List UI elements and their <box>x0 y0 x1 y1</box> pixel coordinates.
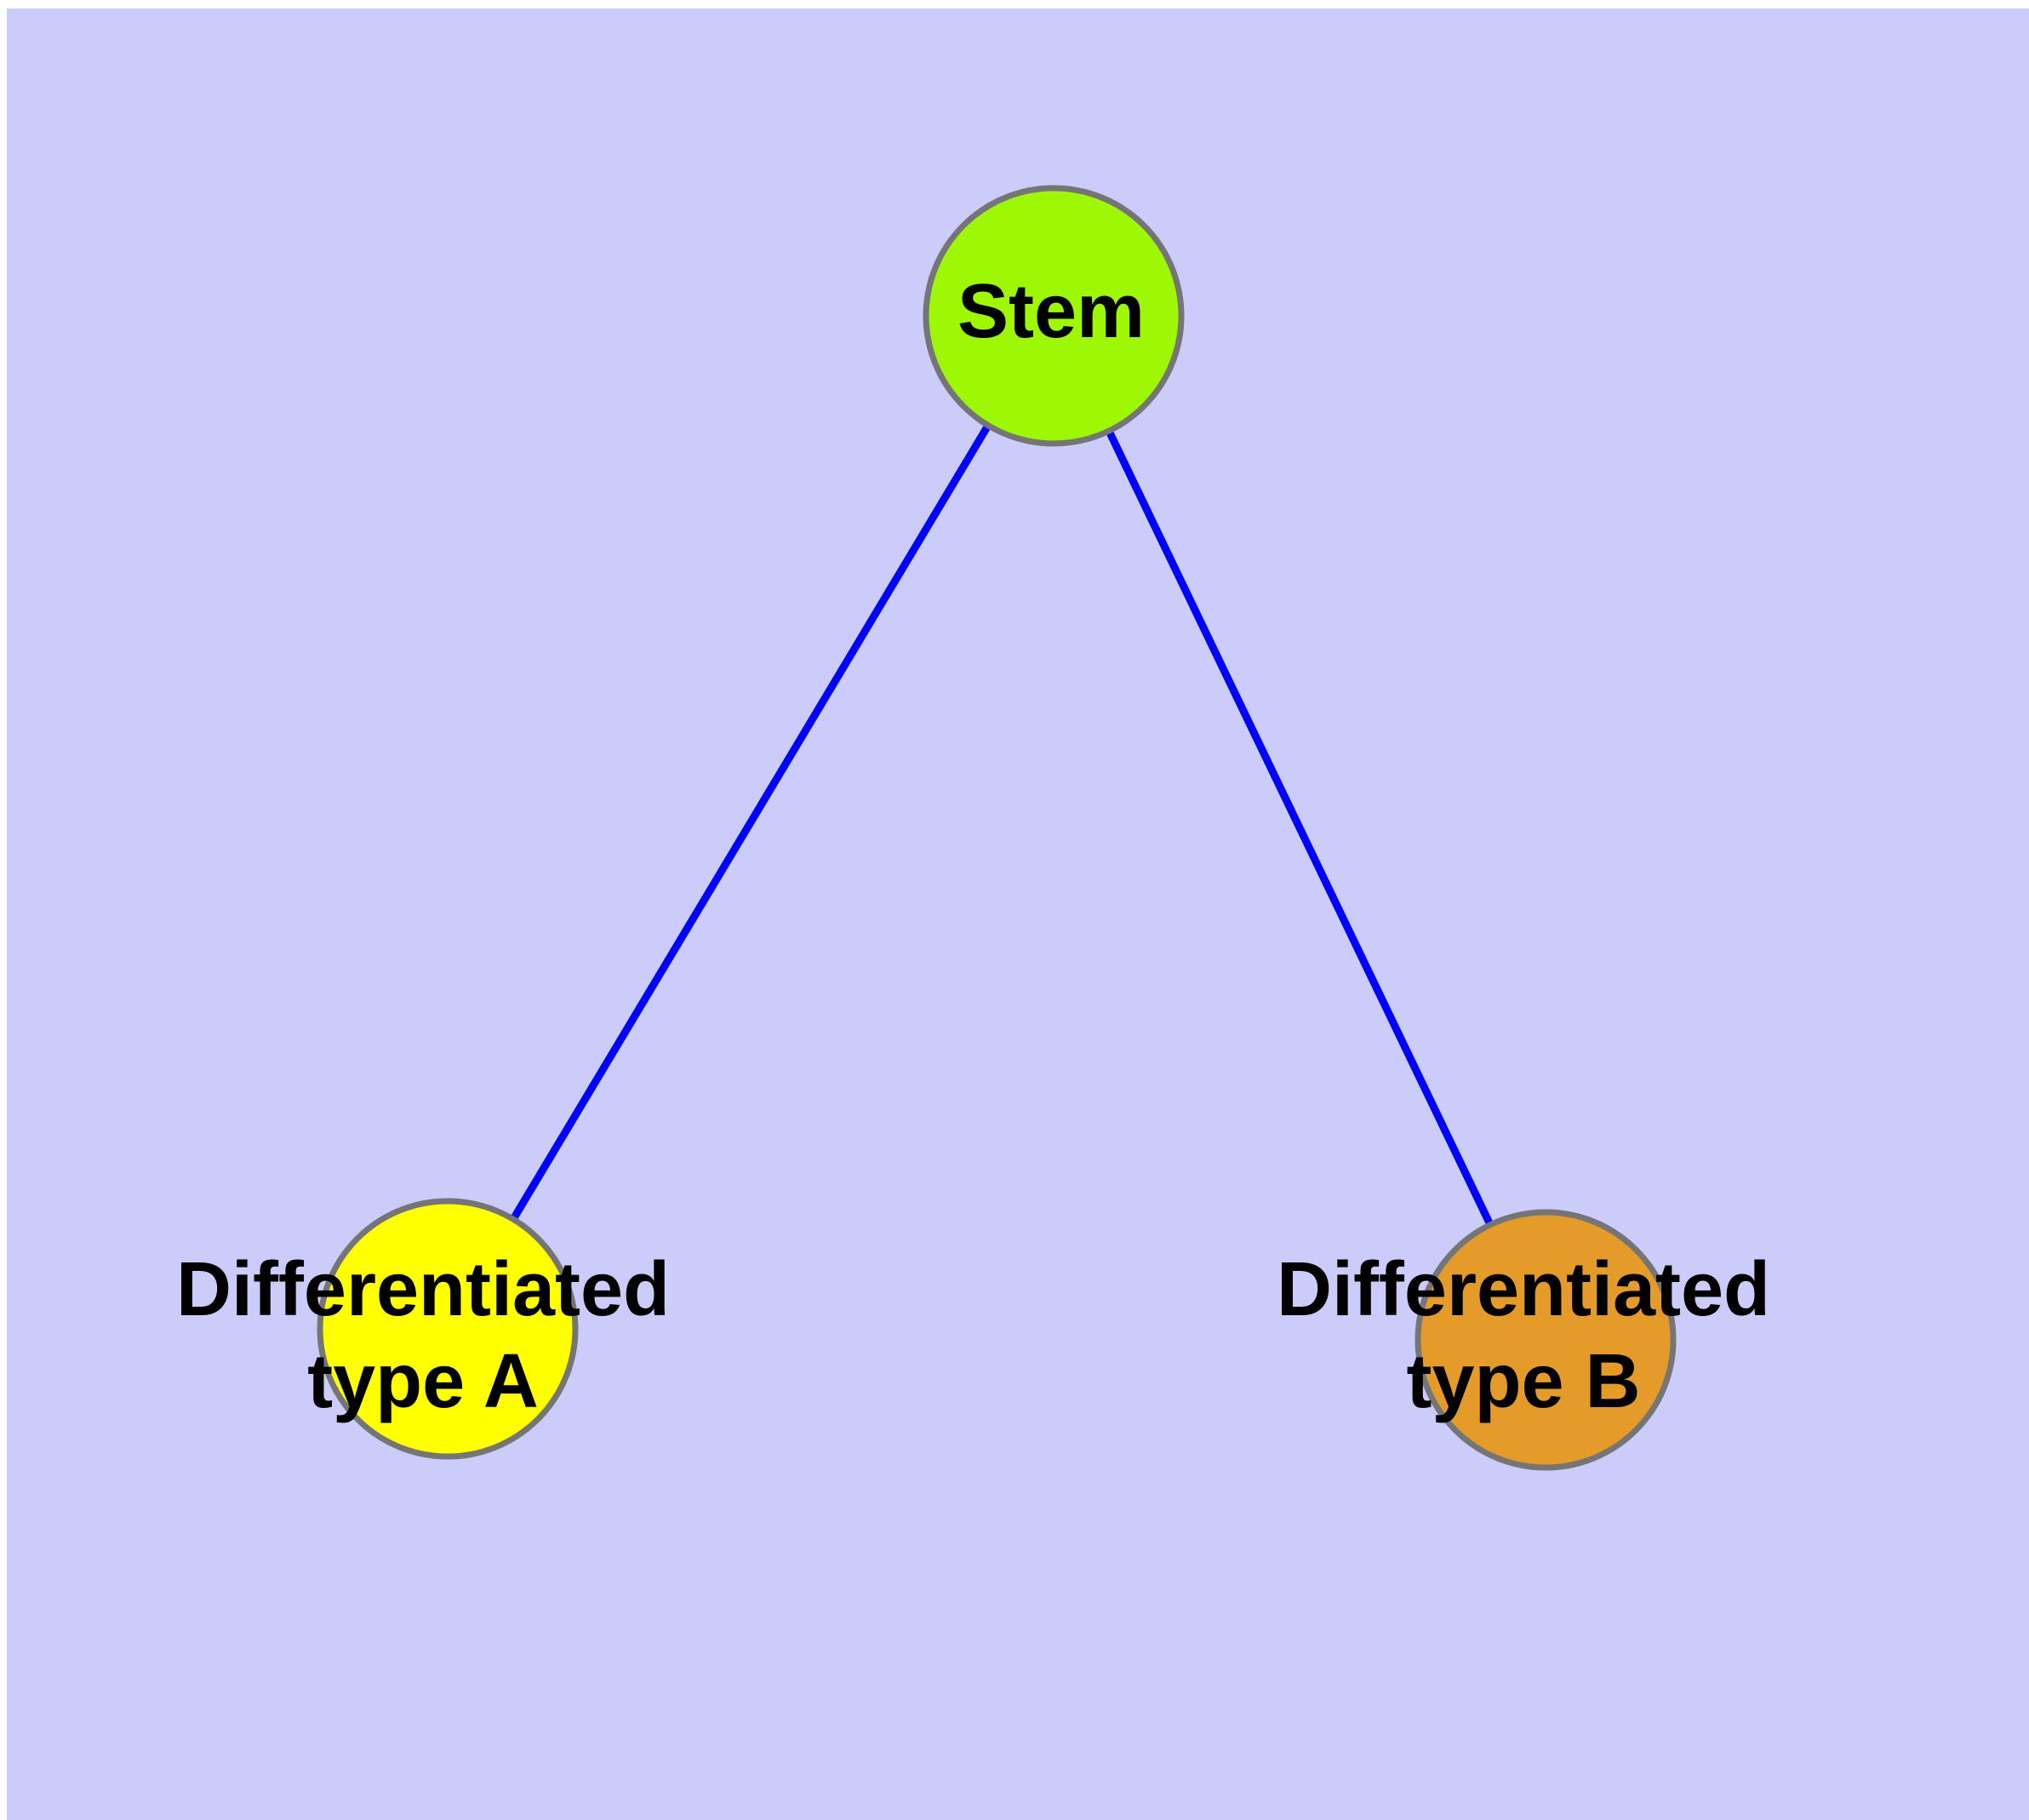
node-differentiated-type-b-label-line1: Differentiated <box>1277 1247 1770 1332</box>
edge-stem-to-differentiated-type-a[interactable] <box>444 313 1057 1331</box>
node-differentiated-type-a-circle[interactable] <box>317 1198 579 1460</box>
node-stem[interactable] <box>923 185 1185 447</box>
edge-stem-to-differentiated-type-b[interactable] <box>1049 314 1550 1342</box>
node-differentiated-type-a-label-line2: type A <box>307 1339 539 1424</box>
node-differentiated-type-b[interactable] <box>1415 1209 1677 1471</box>
node-differentiated-type-b-circle[interactable] <box>1415 1209 1677 1471</box>
node-stem-label: Stem <box>957 269 1145 354</box>
node-differentiated-type-b-label-line2: type B <box>1406 1339 1640 1424</box>
label-layer: Stem Differentiated type A Differentiate… <box>176 269 1770 1424</box>
edge-layer <box>444 313 1550 1342</box>
node-differentiated-type-a[interactable] <box>317 1198 579 1460</box>
node-differentiated-type-a-label-line1: Differentiated <box>176 1247 670 1332</box>
node-stem-circle[interactable] <box>923 185 1185 447</box>
